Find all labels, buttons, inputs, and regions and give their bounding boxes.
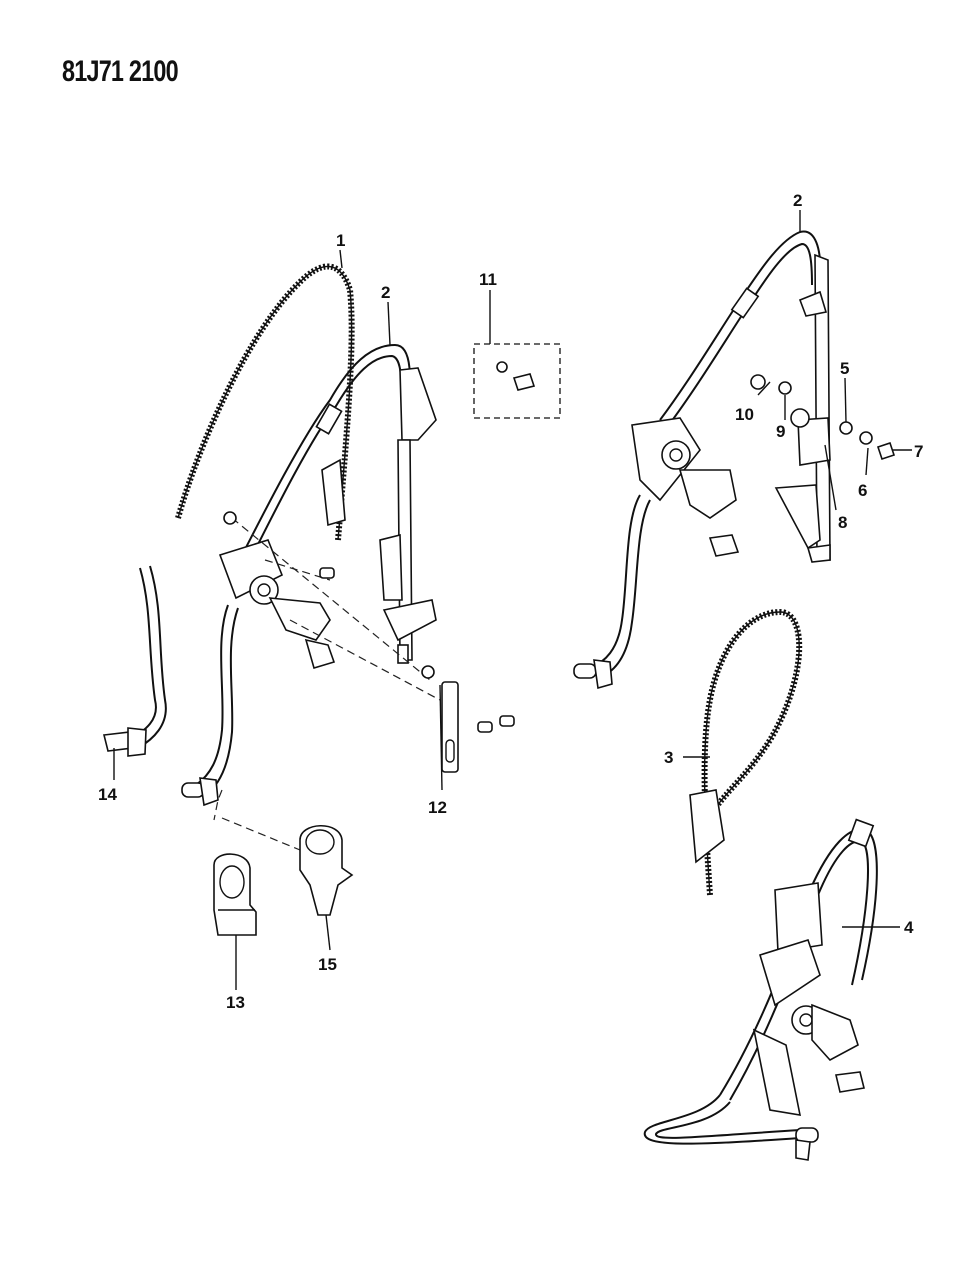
- part-13-clip: [213, 853, 257, 936]
- part-2-regulator-left: [181, 343, 437, 807]
- callout-8: 8: [838, 513, 847, 532]
- part-2-regulator-right: [573, 230, 831, 690]
- part-3-cable: [689, 608, 803, 896]
- callout-6: 6: [858, 481, 867, 500]
- callout-9: 9: [776, 422, 785, 441]
- callout-3: 3: [664, 748, 673, 767]
- callout-1: 1: [336, 231, 345, 250]
- callout-11: 11: [479, 270, 497, 289]
- callouts: 1 2 11 2 5 10 9 7 6 8 14 12 3 4 15 13: [98, 191, 923, 1012]
- assembly-dash-lines: [213, 517, 441, 851]
- part-11-fastener-kit: [473, 343, 561, 419]
- part-1-cable: [175, 263, 355, 541]
- left-assembly-fasteners: [223, 511, 515, 733]
- callout-4: 4: [904, 918, 914, 937]
- part-14-hose: [103, 565, 167, 757]
- part-12-bracket: [441, 681, 459, 773]
- part-4-regulator-assembly: [643, 818, 878, 1161]
- callout-10: 10: [735, 405, 754, 424]
- callout-15: 15: [318, 955, 337, 974]
- part-15-clip: [299, 825, 354, 916]
- callout-2-right: 2: [793, 191, 802, 210]
- callout-2-left: 2: [381, 283, 390, 302]
- callout-7: 7: [914, 442, 923, 461]
- diagram-code: 81J71 2100: [62, 55, 179, 88]
- callout-14: 14: [98, 785, 117, 804]
- callout-13: 13: [226, 993, 245, 1012]
- leader-lines: [113, 210, 912, 990]
- callout-12: 12: [428, 798, 447, 817]
- callout-5: 5: [840, 359, 849, 378]
